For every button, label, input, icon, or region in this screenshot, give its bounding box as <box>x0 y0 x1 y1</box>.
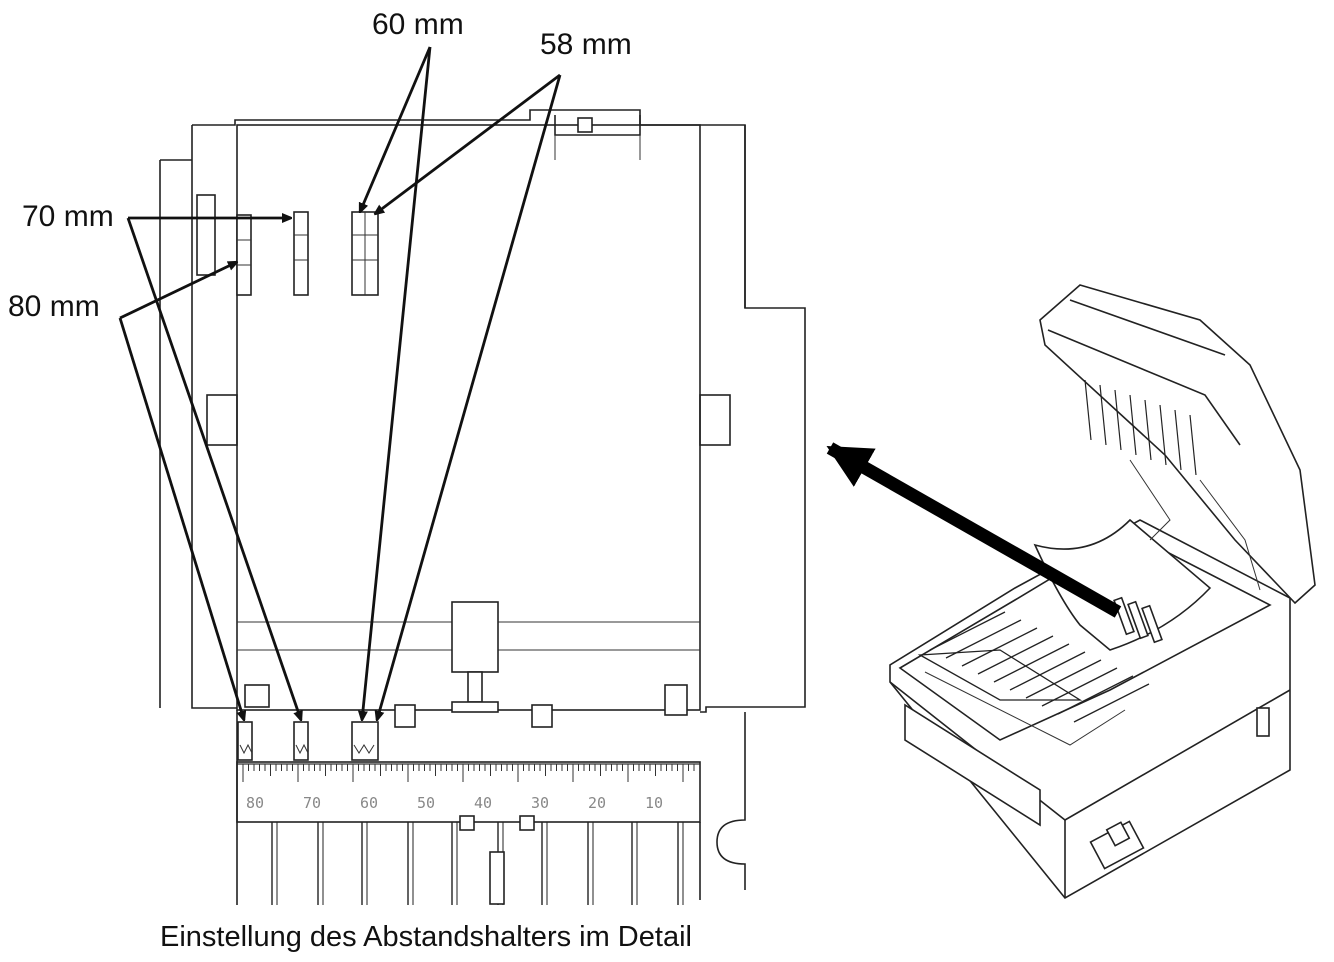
upper-slot-80mm <box>236 214 252 296</box>
lower-slot-60-58mm <box>351 721 379 761</box>
arrow-58mm-upper <box>375 73 561 214</box>
pointer-arrows <box>118 46 562 720</box>
upper-slot-70mm <box>293 211 309 296</box>
paper-guide-detail: 80 70 60 50 40 30 20 10 <box>159 109 806 905</box>
scale-number: 40 <box>474 794 492 812</box>
scale-number: 70 <box>303 794 321 812</box>
arrow-70mm-lower <box>126 217 301 720</box>
scale-number: 60 <box>360 794 378 812</box>
diagram-caption: Einstellung des Abstandshalters im Detai… <box>160 921 692 953</box>
arrow-60mm-upper <box>358 46 432 212</box>
scale-number: 20 <box>588 794 606 812</box>
label-70mm: 70 mm <box>22 200 114 233</box>
label-80mm: 80 mm <box>8 290 100 323</box>
arrow-60mm-lower <box>362 46 432 720</box>
detail-zoom-arrow <box>826 442 1122 618</box>
upper-slot-60-58mm <box>351 211 379 296</box>
scale-number: 10 <box>645 794 663 812</box>
label-60mm: 60 mm <box>372 8 464 41</box>
scale-number: 30 <box>531 794 549 812</box>
arrow-80mm-upper <box>119 262 237 320</box>
lower-slot-80mm <box>237 721 253 761</box>
label-58mm: 58 mm <box>540 28 632 61</box>
scale-number: 80 <box>246 794 264 812</box>
printer-illustration <box>889 284 1316 900</box>
arrow-80mm-lower <box>118 317 244 720</box>
lower-slot-70mm <box>293 721 309 761</box>
scale-number: 50 <box>417 794 435 812</box>
width-scale-ruler: 80 70 60 50 40 30 20 10 <box>236 761 701 823</box>
arrow-58mm-lower <box>377 74 562 720</box>
